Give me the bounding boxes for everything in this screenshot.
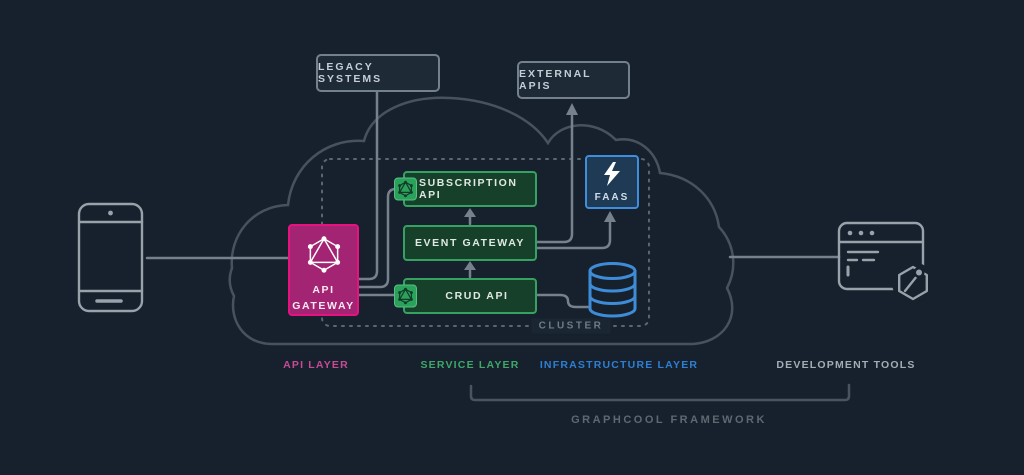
wire-event-to-faas — [535, 221, 612, 250]
service-layer-label: SERVICE LAYER — [420, 359, 520, 371]
arrow-up-subscription-api — [464, 208, 476, 217]
arrow-heads — [464, 103, 616, 270]
external-apis-node: EXTERNAL APIS — [517, 61, 630, 99]
arrow-up-faas — [604, 211, 616, 222]
wire-legacy-to-gateway — [357, 90, 379, 281]
cloud-outline — [228, 96, 735, 346]
api-gateway-label-line1: API — [312, 284, 335, 296]
cluster-boundary — [321, 158, 650, 327]
arrow-up-event-gateway — [464, 261, 476, 270]
event-gateway-node: EVENT GATEWAY — [403, 225, 537, 261]
subscription-api-label: SUBSCRIPTION API — [419, 177, 518, 201]
legacy-systems-label: LEGACY SYSTEMS — [318, 61, 383, 85]
infrastructure-layer-label: INFRASTRUCTURE LAYER — [539, 359, 699, 371]
api-layer-label: API LAYER — [283, 359, 349, 371]
api-gateway-label-line2: GATEWAY — [292, 300, 355, 312]
crud-api-node: CRUD API — [394, 278, 537, 314]
faas-node: FAAS — [585, 155, 639, 209]
graphql-logo-icon — [307, 236, 340, 273]
connection-lines — [145, 90, 841, 309]
external-apis-label: EXTERNAL APIS — [519, 68, 592, 92]
graphcool-framework-label: GRAPHCOOL FRAMEWORK — [571, 414, 767, 426]
wire-crud-to-db — [535, 293, 592, 309]
cluster-label: CLUSTER — [531, 318, 611, 334]
framework-bracket — [469, 383, 851, 402]
faas-label: FAAS — [594, 191, 630, 203]
database-icon — [588, 262, 637, 318]
legacy-systems-node: LEGACY SYSTEMS — [316, 54, 440, 92]
wire-event-to-external — [535, 114, 574, 244]
arrow-up-external-apis — [566, 103, 578, 115]
subscription-api-node: SUBSCRIPTION API — [394, 171, 537, 207]
graphql-logo-icon — [394, 177, 417, 201]
graphql-logo-icon — [394, 284, 417, 308]
event-gateway-label: EVENT GATEWAY — [414, 237, 526, 249]
api-gateway-node: API GATEWAY — [288, 224, 359, 316]
wire-gateway-to-subscription — [357, 187, 401, 289]
development-tools-label: DEVELOPMENT TOOLS — [776, 359, 916, 371]
graphcool-cli-icon — [892, 262, 934, 304]
smartphone-icon — [77, 202, 144, 313]
crud-api-label: CRUD API — [445, 290, 509, 302]
browser-window-icon — [837, 221, 925, 291]
lightning-bolt-icon — [604, 161, 620, 186]
